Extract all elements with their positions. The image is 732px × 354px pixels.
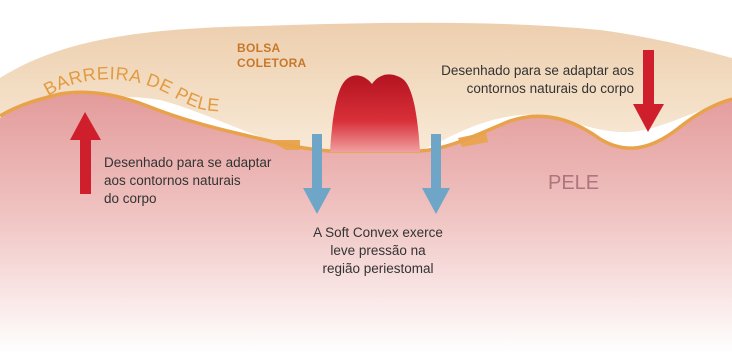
skin-label: PELE — [548, 172, 600, 194]
pouch-label-line-1: BOLSA — [237, 41, 281, 55]
skin-barrier-line — [0, 90, 732, 153]
flange-right — [458, 132, 488, 147]
right-note-line-2: contornos naturais do corpo — [466, 81, 634, 96]
center-note-line-3: região periestomal — [322, 261, 434, 276]
left-note-line-2: aos contornos naturais — [104, 173, 241, 188]
blue-down-arrow-icon-left — [303, 134, 331, 214]
blue-down-arrow-icon-right — [422, 134, 450, 214]
red-down-arrow-icon — [633, 50, 664, 132]
right-note: Desenhado para se adaptar aos contornos … — [438, 62, 634, 98]
center-note-line-1: A Soft Convex exerce — [313, 225, 443, 240]
pouch-label: BOLSA COLETORA — [237, 41, 307, 71]
left-note: Desenhado para se adaptar aos contornos … — [104, 154, 271, 208]
red-up-arrow-icon — [70, 112, 101, 194]
center-note-line-2: leve pressão na — [330, 243, 426, 258]
skin-shape — [0, 93, 732, 354]
right-note-line-1: Desenhado para se adaptar aos — [441, 63, 634, 78]
pouch-label-line-2: COLETORA — [237, 56, 307, 70]
left-note-line-1: Desenhado para se adaptar — [104, 155, 272, 170]
stoma — [330, 74, 420, 152]
center-note: A Soft Convex exerce leve pressão na reg… — [298, 224, 458, 278]
left-note-line-3: do corpo — [104, 191, 157, 206]
